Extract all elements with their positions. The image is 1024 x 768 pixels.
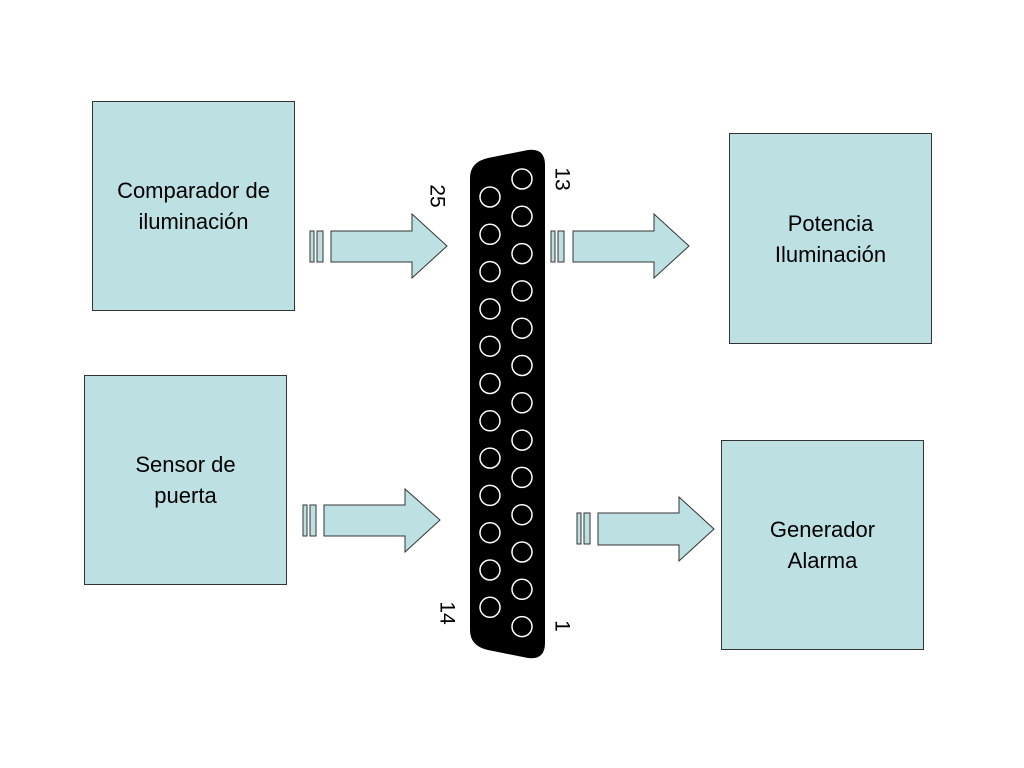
pin [511,354,533,377]
db25-pins [479,168,533,638]
pin [511,392,533,414]
pin-label-1: 1 [551,620,574,632]
pin [479,223,501,246]
db25-connector-body [470,149,545,659]
pin [479,559,501,581]
pin [511,205,533,228]
sensor-label: Sensor de puerta [135,452,236,508]
pin [479,335,501,357]
pin [479,186,501,208]
pin [479,484,501,507]
pin [511,429,533,451]
potencia-label: Potencia Iluminación [774,210,887,267]
arrow-connector-to-generador [576,495,715,563]
pin [511,578,533,601]
pin [511,503,533,526]
arrow-comparador-to-connector [309,212,448,280]
comparador-block: Comparador de iluminación [92,101,295,311]
potencia-block: Potencia Iluminación [729,133,932,344]
sensor-block: Sensor de puerta [84,375,287,585]
pin [479,298,501,320]
pin [479,521,501,544]
pin-label-14: 14 [436,601,459,625]
comparador-label: Comparador de iluminación [117,178,270,234]
pin [511,168,533,190]
arrow-connector-to-potencia [550,212,690,280]
pin [479,447,501,469]
generador-block: Generador Alarma [721,440,924,650]
pin-label-25: 25 [426,184,449,207]
arrow-sensor-to-connector [302,487,441,554]
pin [511,242,533,265]
generador-label: Generador Alarma [769,517,876,573]
pin [479,410,501,432]
pin [511,541,533,563]
pin [511,317,533,339]
pin [511,615,533,638]
pin [511,466,533,489]
pin [511,280,533,302]
pin-label-13: 13 [551,167,574,190]
pin [479,596,501,619]
pin [479,260,501,283]
pin [479,372,501,395]
